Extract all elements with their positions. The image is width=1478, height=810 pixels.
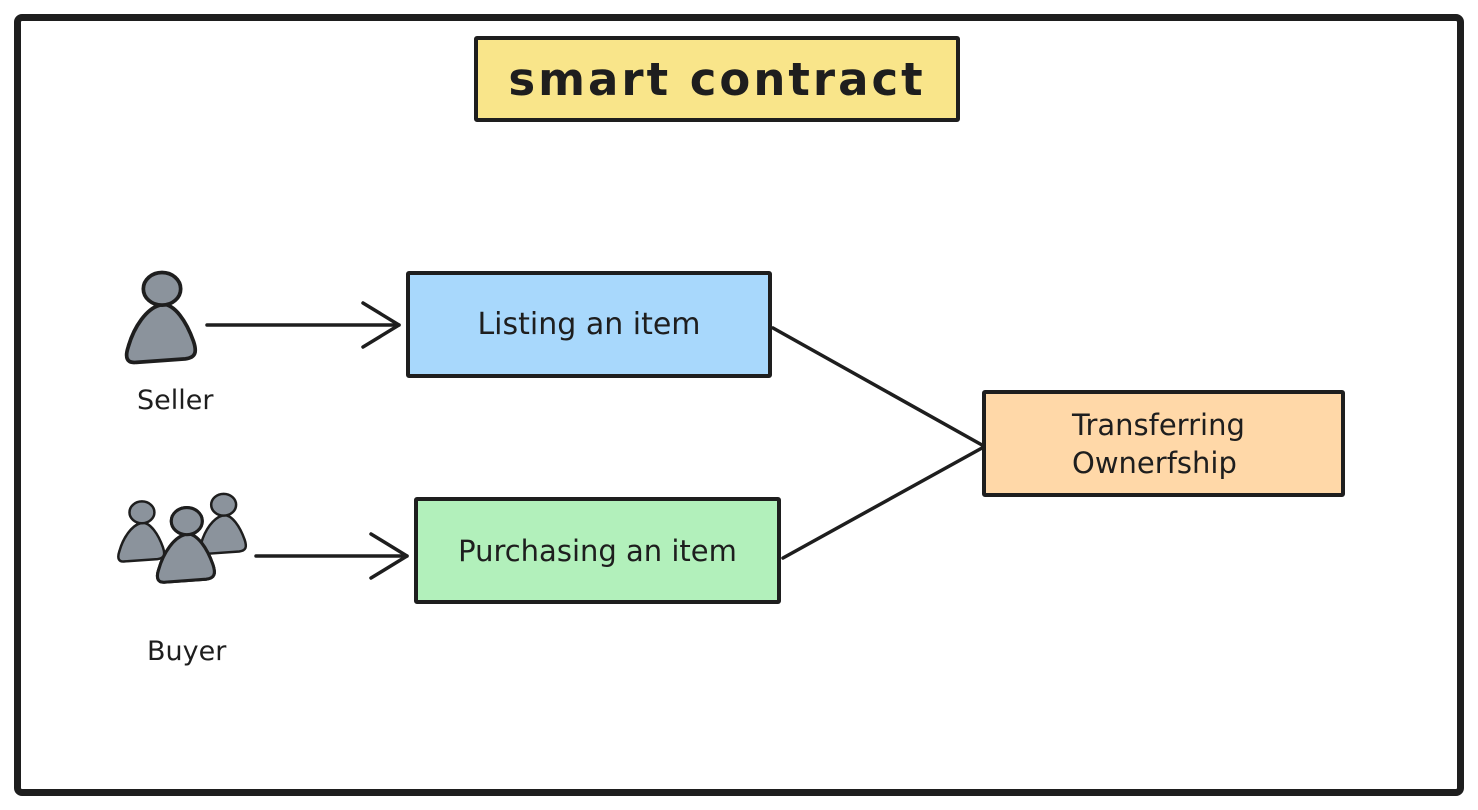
buyer-to-purchasing-arrow xyxy=(254,532,409,580)
transfer-box: Transferring Ownerfship xyxy=(982,390,1345,497)
listing-label: Listing an item xyxy=(477,307,701,342)
listing-box: Listing an item xyxy=(406,271,772,378)
buyer-label: Buyer xyxy=(147,636,227,667)
title-label: smart contract xyxy=(508,52,926,106)
buyer-group-icon xyxy=(117,492,248,600)
transfer-label: Transferring Ownerfship xyxy=(1072,407,1245,480)
purchasing-box: Purchasing an item xyxy=(414,497,781,604)
seller-person-icon xyxy=(124,270,198,365)
purchasing-label: Purchasing an item xyxy=(458,533,737,568)
outer-frame xyxy=(14,14,1464,796)
seller-label: Seller xyxy=(137,385,214,416)
title-box: smart contract xyxy=(474,36,960,122)
listing-to-transfer-line xyxy=(771,326,984,447)
purchasing-to-transfer-line xyxy=(781,446,984,560)
seller-to-listing-arrow xyxy=(205,301,401,349)
